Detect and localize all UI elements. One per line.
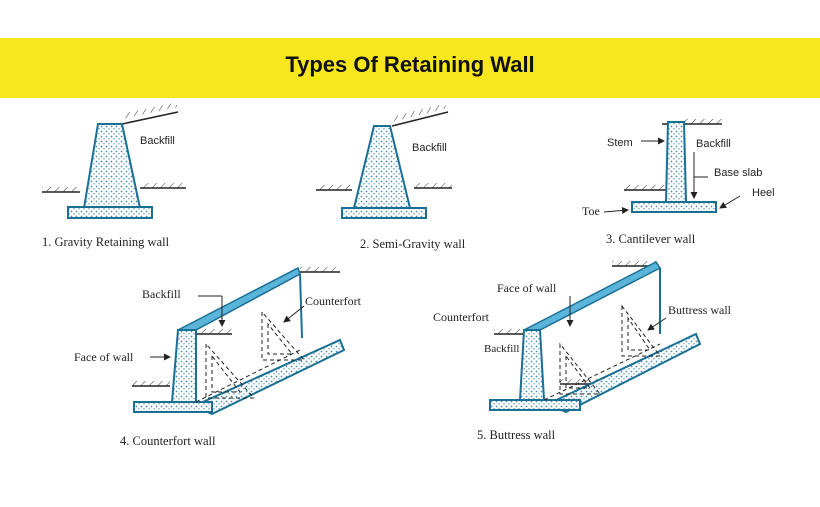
cantilever-base-slab-label: Base slab xyxy=(714,167,762,179)
gravity-backfill-label: Backfill xyxy=(140,135,175,147)
cantilever-heel-label: Heel xyxy=(752,187,775,199)
counterfort-caption: 4. Counterfort wall xyxy=(120,434,216,448)
gravity-wall-figure: Backfill 1. Gravity Retaining wall xyxy=(42,102,186,249)
cantilever-backfill-label: Backfill xyxy=(696,138,731,150)
counterfort-face-of-wall-label: Face of wall xyxy=(74,350,134,364)
buttress-counterfort-label: Counterfort xyxy=(433,310,490,324)
counterfort-label: Counterfort xyxy=(305,294,362,308)
buttress-wall-figure: Face of wall Counterfort Buttress wall B… xyxy=(433,261,732,442)
buttress-face-of-wall-label: Face of wall xyxy=(497,281,557,295)
cantilever-stem-label: Stem xyxy=(607,137,633,149)
semi-gravity-backfill-label: Backfill xyxy=(412,142,447,154)
cantilever-toe-label: Toe xyxy=(582,204,600,218)
counterfort-wall-figure: Backfill Counterfort Face of wall 4. Cou… xyxy=(74,266,362,448)
semi-gravity-caption: 2. Semi-Gravity wall xyxy=(360,237,466,251)
semi-gravity-wall-figure: Backfill 2. Semi-Gravity wall xyxy=(316,103,466,251)
gravity-caption: 1. Gravity Retaining wall xyxy=(42,235,170,249)
cantilever-wall-figure: Stem Backfill Base slab Heel Toe 3. Cant… xyxy=(582,119,775,246)
buttress-wall-label: Buttress wall xyxy=(668,303,732,317)
title-banner xyxy=(0,38,820,98)
counterfort-backfill-label: Backfill xyxy=(142,287,181,301)
page-title: Types Of Retaining Wall xyxy=(285,52,535,77)
buttress-backfill-label: Backfill xyxy=(484,343,519,355)
buttress-caption: 5. Buttress wall xyxy=(477,428,556,442)
cantilever-caption: 3. Cantilever wall xyxy=(606,232,696,246)
